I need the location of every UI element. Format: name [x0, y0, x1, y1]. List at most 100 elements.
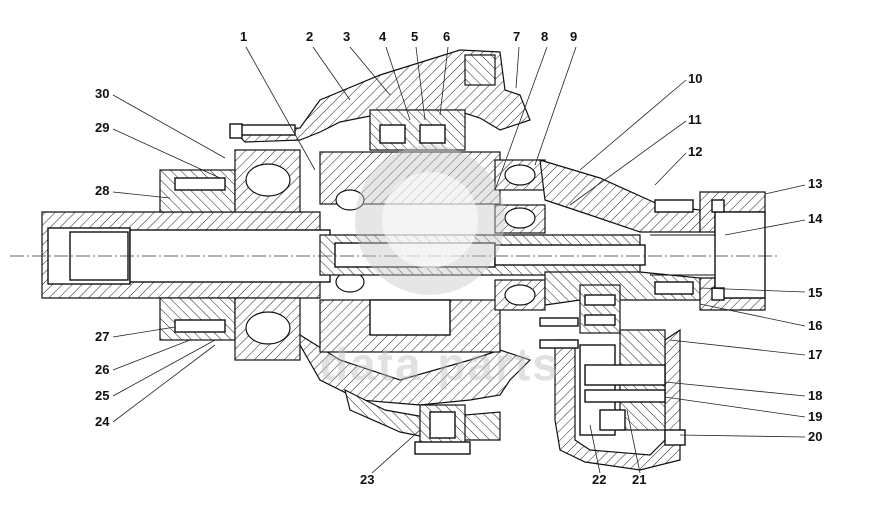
callout-23: 23	[360, 429, 421, 487]
leader-line	[415, 46, 426, 121]
callout-label: 8	[541, 29, 548, 44]
leader-line	[112, 339, 216, 397]
leader-line	[569, 120, 687, 206]
leader-line	[494, 46, 548, 191]
callout-9: 9	[534, 29, 577, 166]
leader-line	[626, 409, 641, 474]
callout-28: 28	[95, 183, 171, 199]
callout-26: 26	[95, 339, 191, 377]
leader-line	[245, 46, 316, 171]
callout-20: 20	[679, 429, 822, 444]
callout-label: 4	[379, 29, 387, 44]
callout-label: 30	[95, 86, 109, 101]
callout-5: 5	[411, 29, 426, 121]
callout-label: 12	[688, 144, 702, 159]
right-bearings	[494, 159, 546, 311]
callout-30: 30	[95, 86, 226, 159]
extension-housing	[539, 159, 701, 306]
callout-label: 29	[95, 120, 109, 135]
callout-4: 4	[379, 29, 411, 121]
callout-label: 21	[632, 472, 646, 487]
auxiliary-housing	[539, 284, 686, 471]
leader-line	[112, 326, 176, 338]
planetary-gear-pack	[319, 109, 501, 353]
leader-line	[312, 46, 351, 101]
leader-line	[669, 339, 806, 356]
callout-3: 3	[343, 29, 391, 96]
callout-label: 13	[808, 176, 822, 191]
callout-label: 3	[343, 29, 350, 44]
callout-label: 28	[95, 183, 109, 198]
leader-line	[724, 219, 806, 236]
callout-13: 13	[764, 176, 822, 195]
callout-19: 19	[664, 396, 822, 424]
leader-line	[112, 94, 226, 159]
leader-line	[385, 46, 411, 121]
input-shaft	[41, 211, 331, 299]
callout-label: 11	[688, 112, 702, 127]
leader-line	[349, 46, 391, 96]
callout-label: 26	[95, 362, 109, 377]
callout-16: 16	[699, 303, 822, 333]
leader-line	[589, 424, 601, 474]
callout-15: 15	[699, 285, 822, 300]
callout-label: 25	[95, 388, 109, 403]
callout-29: 29	[95, 120, 221, 179]
callout-label: 1	[240, 29, 247, 44]
callout-17: 17	[669, 339, 822, 362]
callout-10: 10	[579, 71, 702, 171]
leader-line	[371, 429, 421, 474]
callout-label: 5	[411, 29, 418, 44]
callout-label: 7	[513, 29, 520, 44]
callout-label: 16	[808, 318, 822, 333]
leader-line	[699, 303, 806, 327]
leader-line	[112, 128, 221, 179]
leader-line	[534, 46, 577, 166]
left-bearing-lower	[159, 297, 301, 361]
callout-label: 27	[95, 329, 109, 344]
leader-line	[664, 396, 806, 418]
callout-label: 14	[808, 211, 823, 226]
callout-label: 17	[808, 347, 822, 362]
left-bearing-upper	[159, 149, 301, 213]
leader-line	[112, 191, 171, 199]
callout-21: 21	[626, 409, 646, 487]
callout-2: 2	[306, 29, 351, 101]
callout-label: 10	[688, 71, 702, 86]
leader-line	[699, 287, 806, 293]
leader-line	[764, 184, 806, 195]
leader-line	[112, 344, 216, 423]
callout-6: 6	[439, 29, 450, 116]
leader-line	[654, 152, 687, 186]
leader-line	[439, 46, 449, 116]
watermark: data parts	[320, 145, 560, 390]
callout-label: 22	[592, 472, 606, 487]
callout-label: 6	[443, 29, 450, 44]
callout-8: 8	[494, 29, 548, 191]
leader-line	[112, 339, 191, 371]
leader-line	[515, 46, 520, 89]
leader-line	[579, 79, 687, 171]
callout-1: 1	[240, 29, 316, 171]
callout-label: 9	[570, 29, 577, 44]
leader-line	[664, 381, 806, 397]
callout-14: 14	[724, 211, 823, 236]
callout-label: 15	[808, 285, 822, 300]
leader-line	[679, 434, 806, 438]
output-coupling	[650, 191, 766, 311]
watermark-text: data parts	[320, 338, 560, 390]
callout-25: 25	[95, 339, 216, 403]
callout-label: 23	[360, 472, 374, 487]
callout-label: 2	[306, 29, 313, 44]
callout-label: 24	[95, 414, 110, 429]
callout-label: 20	[808, 429, 822, 444]
callout-27: 27	[95, 326, 176, 344]
callout-label: 18	[808, 388, 822, 403]
callout-22: 22	[589, 424, 606, 487]
callout-7: 7	[513, 29, 520, 89]
callout-24: 24	[95, 344, 216, 429]
callout-18: 18	[664, 381, 822, 403]
callout-12: 12	[654, 144, 702, 186]
